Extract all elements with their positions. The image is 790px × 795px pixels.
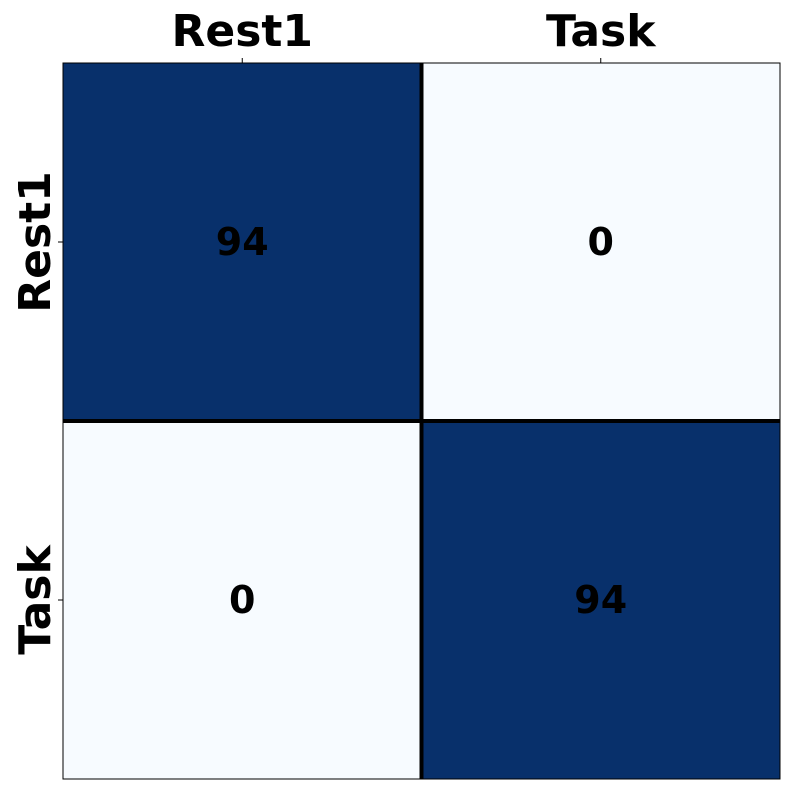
- plot-frame: [62, 62, 781, 780]
- cell-borders: [63, 63, 780, 779]
- cell-value-1-0: 0: [229, 578, 255, 622]
- heatmap-cell-0-0: [63, 63, 422, 421]
- cell-value-labels: 94 0 0 94: [216, 220, 627, 622]
- x-axis-ticks: Rest1 Task: [171, 6, 657, 63]
- heatmap-cells: [63, 63, 780, 779]
- heatmap-cell-1-1: [421, 421, 780, 779]
- y-tick-label-0: Rest1: [10, 171, 61, 313]
- x-tick-label-1: Task: [546, 6, 657, 57]
- cell-value-0-1: 0: [588, 220, 614, 264]
- x-tick-label-0: Rest1: [171, 6, 313, 57]
- heatmap-cell-1-0: [63, 421, 422, 779]
- heatmap-cell-0-1: [421, 63, 780, 421]
- cell-value-1-1: 94: [574, 578, 627, 622]
- y-tick-label-1: Task: [10, 544, 61, 655]
- cell-value-0-0: 94: [216, 220, 269, 264]
